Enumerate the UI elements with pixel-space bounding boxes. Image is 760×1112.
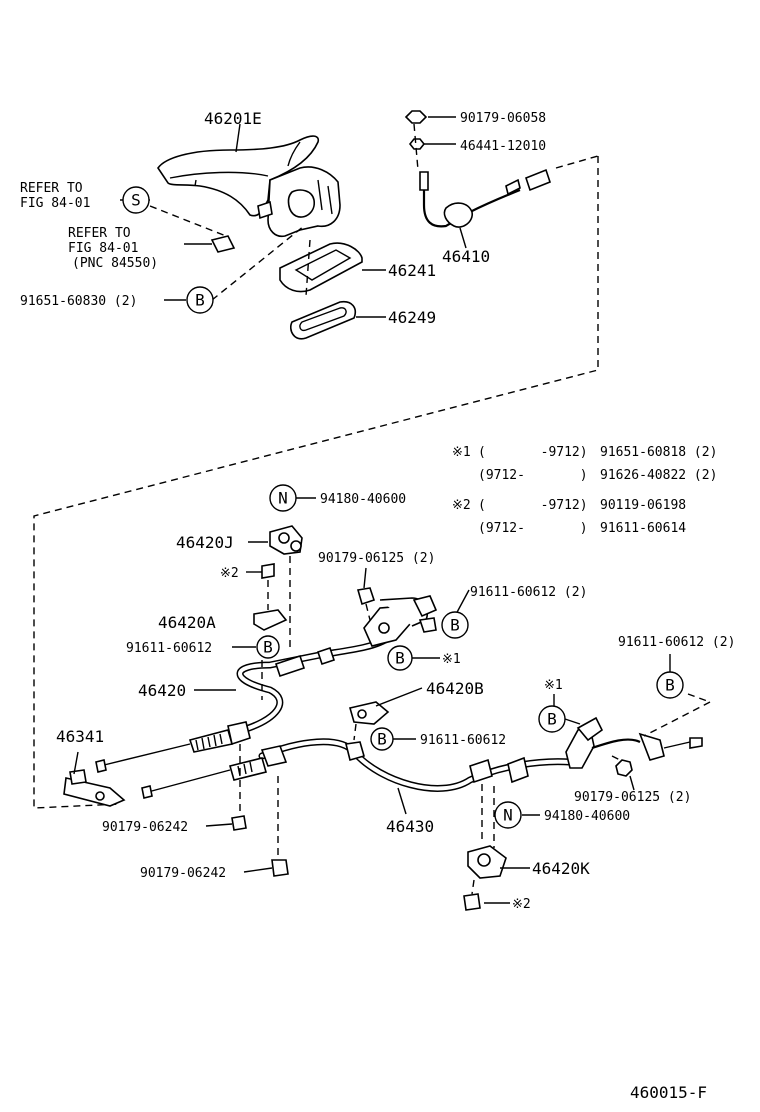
- circle-b-ref1-right: B: [538, 705, 566, 733]
- circle-b-left: B: [256, 635, 280, 659]
- label-46420B: 46420B: [426, 679, 484, 698]
- label-46420: 46420: [138, 681, 186, 700]
- svg-text:B: B: [377, 730, 387, 749]
- cable-46430: [141, 738, 574, 799]
- svg-text:B: B: [263, 638, 273, 657]
- svg-text:N: N: [503, 806, 513, 825]
- circle-b-far-right: B: [656, 671, 684, 699]
- label-nut-90179-06125-right: 90179-06125 (2): [574, 790, 691, 805]
- label-bolt-91611-60612-clamp: 91611-60612: [420, 733, 506, 748]
- seal: [290, 300, 356, 340]
- svg-text:B: B: [665, 676, 675, 695]
- clip-84550: [210, 235, 236, 253]
- cable-46420: [95, 636, 389, 773]
- label-ref2-top: ※2: [220, 566, 239, 581]
- note-3-range: ( -9712): [478, 498, 588, 513]
- switch-cable: [419, 168, 551, 228]
- clamp-46420J: [269, 525, 303, 555]
- label-bolt-91611-60612-2: 91611-60612 (2): [470, 585, 587, 600]
- circle-b-mid-right: B: [441, 611, 469, 639]
- clamp-46420A: [253, 609, 288, 631]
- note-1-range: ( -9712): [478, 445, 588, 460]
- label-46420A: 46420A: [158, 613, 216, 632]
- note-2-range: (9712- ): [478, 468, 588, 483]
- label-46341: 46341: [56, 727, 104, 746]
- note-3-mark: ※2: [452, 498, 471, 513]
- label-46420K: 46420K: [532, 859, 590, 878]
- note-4-range: (9712- ): [478, 521, 588, 536]
- bolt-ref2-bottom: [463, 893, 481, 911]
- bolt-46441-12010: [408, 138, 426, 150]
- svg-text:B: B: [547, 710, 557, 729]
- circle-n-1: N: [269, 484, 297, 512]
- label-46410: 46410: [442, 247, 490, 266]
- label-46420J: 46420J: [176, 533, 234, 552]
- label-refer-to-1-line1: REFER TO: [20, 181, 83, 196]
- label-clamp-94180-40600-2: 94180-40600: [544, 809, 630, 824]
- bottom-dashed-connectors: [239, 556, 711, 895]
- note-3-part: 90119-06198: [600, 498, 686, 513]
- circle-b-ref1: B: [387, 645, 413, 671]
- notes-block: ※1 ( -9712) 91651-60818 (2) (9712- ) 916…: [452, 445, 717, 536]
- cable-bracket-upper: [363, 595, 438, 647]
- label-bolt-91611-60612-far-right: 91611-60612 (2): [618, 635, 735, 650]
- label-bolt-91611-60612-left: 91611-60612: [126, 641, 212, 656]
- note-1-mark: ※1: [452, 445, 471, 460]
- svg-text:N: N: [278, 489, 288, 508]
- label-46201E: 46201E: [204, 109, 262, 128]
- label-46241: 46241: [388, 261, 436, 280]
- assembly-outline: [33, 156, 599, 809]
- label-ref2-bottom: ※2: [512, 897, 531, 912]
- nut-90179-06125-mid: [356, 587, 376, 606]
- circle-b-clamp: B: [370, 727, 394, 751]
- boot: [279, 242, 363, 293]
- label-refer-to-2-line2: FIG 84-01: [68, 241, 138, 256]
- nut-90179-06242-2: [271, 859, 289, 877]
- svg-text:B: B: [395, 649, 405, 668]
- label-nut-90179-06058: 90179-06058: [460, 111, 546, 126]
- label-refer-to-2-line1: REFER TO: [68, 226, 131, 241]
- bolt-ref2-top: [261, 563, 275, 579]
- note-1-part: 91651-60818 (2): [600, 445, 717, 460]
- svg-text:B: B: [450, 616, 460, 635]
- label-refer-to-1-line2: FIG 84-01: [20, 196, 90, 211]
- label-bolt-46441-12010: 46441-12010: [460, 139, 546, 154]
- nut-90179-06058: [404, 110, 428, 124]
- label-ref1-mid: ※1: [442, 652, 461, 667]
- circle-n-2: N: [494, 801, 522, 829]
- label-ref1-right: ※1: [544, 678, 563, 693]
- label-clamp-94180-40600-1: 94180-40600: [320, 492, 406, 507]
- circle-b-top: B: [186, 286, 214, 314]
- svg-text:B: B: [195, 291, 205, 310]
- circle-s-ref: S: [122, 186, 150, 214]
- label-46249: 46249: [388, 308, 436, 327]
- label-nut-90179-06242-1: 90179-06242: [102, 820, 188, 835]
- bottom-leaders: [73, 497, 671, 904]
- clamp-46420B: [348, 701, 390, 725]
- nut-90179-06242-1: [231, 815, 247, 831]
- label-nut-90179-06125-mid: 90179-06125 (2): [318, 551, 435, 566]
- equalizer-46341: [63, 769, 126, 807]
- note-4-part: 91611-60614: [600, 521, 686, 536]
- label-refer-to-2-line3: (PNC 84550): [72, 256, 158, 271]
- clamp-46420K: [467, 845, 507, 879]
- label-46430: 46430: [386, 817, 434, 836]
- lever-bracket: [257, 166, 341, 238]
- cable-bracket-right: [565, 716, 703, 777]
- label-bolt-91651-60830: 91651-60830 (2): [20, 294, 137, 309]
- note-2-part: 91626-40822 (2): [600, 468, 717, 483]
- figure-code: 460015-F: [630, 1083, 707, 1102]
- svg-text:S: S: [131, 191, 141, 210]
- parking-brake-lever: [157, 135, 320, 217]
- label-nut-90179-06242-2: 90179-06242: [140, 866, 226, 881]
